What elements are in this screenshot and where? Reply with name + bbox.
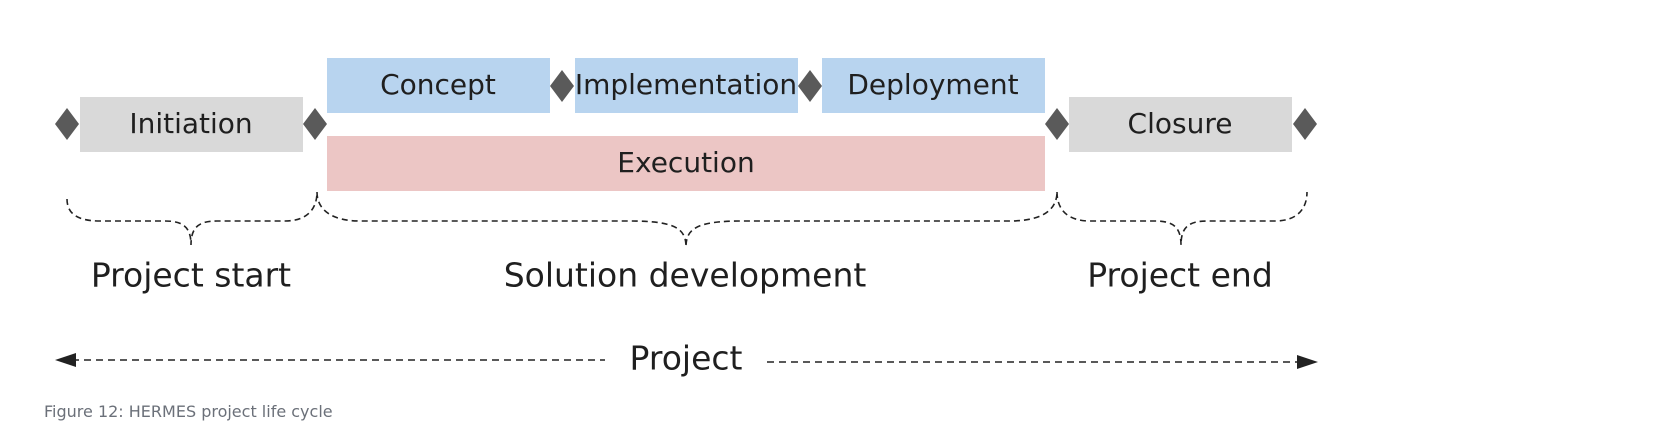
- milestone-diamond: [303, 108, 327, 140]
- arrow-left-icon: [55, 353, 76, 367]
- deployment-phase-box: [822, 58, 1045, 113]
- execution-phase-label: Execution: [617, 146, 754, 179]
- project-end-brace: [1056, 191, 1308, 246]
- milestone-diamond: [1293, 108, 1317, 140]
- milestone-diamond: [798, 70, 822, 102]
- milestone-diamond: [1045, 108, 1069, 140]
- initiation-phase-label: Initiation: [129, 107, 252, 140]
- implementation-phase-label: Implementation: [575, 68, 797, 101]
- deployment-phase-label: Deployment: [847, 68, 1018, 101]
- execution-phase-box: [327, 136, 1045, 191]
- concept-phase-box: [327, 58, 550, 113]
- figure-caption: Figure 12: HERMES project life cycle: [44, 402, 333, 421]
- concept-phase-label: Concept: [380, 68, 496, 101]
- arrow-right-icon: [1297, 355, 1318, 369]
- closure-phase-box: [1069, 97, 1292, 152]
- milestone-diamond: [55, 108, 79, 140]
- initiation-phase-box: [80, 97, 303, 152]
- project-label: Project: [630, 339, 743, 378]
- milestone-diamond: [550, 70, 574, 102]
- solution-development-brace: [316, 191, 1058, 248]
- project-start-label: Project start: [91, 256, 291, 295]
- closure-phase-label: Closure: [1128, 107, 1233, 140]
- project-start-brace: [66, 191, 318, 246]
- solution-development-label: Solution development: [504, 256, 867, 295]
- implementation-phase-box: [575, 58, 798, 113]
- project-end-label: Project end: [1087, 256, 1273, 295]
